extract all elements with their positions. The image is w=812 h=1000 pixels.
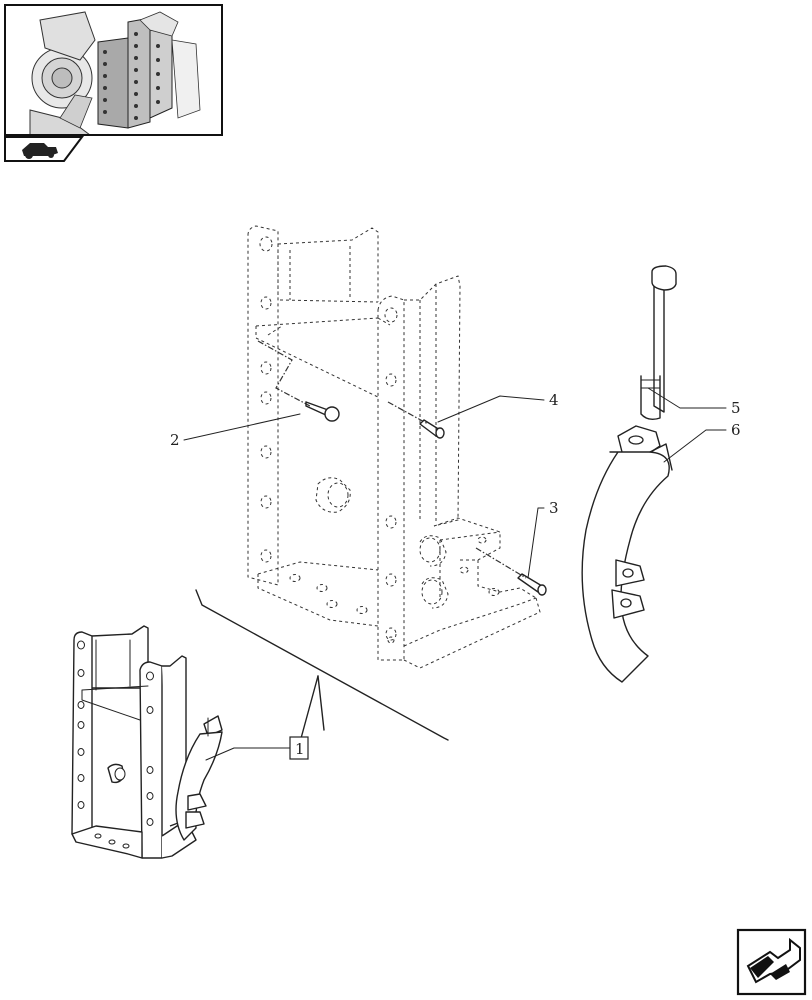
- leader-lines: [183, 387, 727, 761]
- tractor-tab-icon[interactable]: [4, 136, 84, 162]
- hitch-bracket-main: [247, 225, 541, 669]
- assembly-thumbnail-icon[interactable]: [4, 4, 223, 136]
- part-4-pin: [387, 401, 445, 439]
- explosion-bracket-line: [195, 589, 449, 743]
- part-3-pin: [475, 547, 547, 596]
- callout-3: 3: [549, 499, 559, 517]
- bracket-holes-left: [259, 236, 273, 563]
- callout-5: 5: [731, 399, 741, 417]
- callout-labels: 2 4 3 5 6 1: [170, 391, 741, 760]
- bracket-holes-right: [384, 307, 398, 644]
- callout-6: 6: [731, 421, 741, 439]
- callout-1: 1: [295, 740, 305, 758]
- next-page-arrow-icon[interactable]: [736, 928, 807, 996]
- part-2-bolt: [257, 340, 340, 422]
- callout-2: 2: [170, 431, 180, 449]
- part-6-curved-plate: [581, 425, 673, 683]
- assembly-view-small: [71, 625, 223, 859]
- part-5-rod: [640, 265, 677, 421]
- callout-4: 4: [549, 391, 559, 409]
- callout-1-box: [289, 736, 309, 760]
